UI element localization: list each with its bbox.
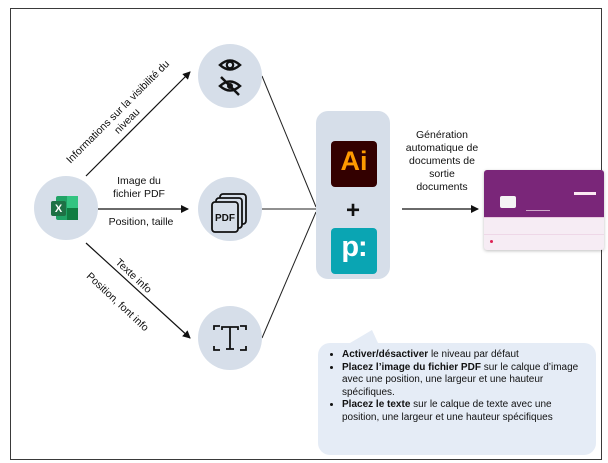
generation-line4: sortie xyxy=(429,168,455,180)
generation-line5: documents xyxy=(416,181,468,193)
pdf-stack-icon: PDF xyxy=(211,193,247,233)
card-line xyxy=(526,210,550,211)
notes-box: Activer/désactiver le niveau par défaut … xyxy=(318,343,596,455)
text-icon xyxy=(213,325,247,351)
notes-list: Activer/désactiver le niveau par défaut … xyxy=(318,343,596,424)
generation-label: Génération automatique de documents de s… xyxy=(400,129,484,194)
eye-icon xyxy=(218,59,242,71)
label-pdf-line2: fichier PDF xyxy=(113,188,165,200)
card-chip xyxy=(500,196,516,208)
line-text-panel xyxy=(261,211,317,339)
card-stripe xyxy=(574,192,596,195)
generation-line1: Génération xyxy=(416,129,468,141)
illustrator-icon: Ai xyxy=(331,141,377,187)
line-visibility-panel xyxy=(261,75,317,208)
plugin-icon: p: xyxy=(331,228,377,274)
label-position-size: Position, taille xyxy=(108,216,174,228)
note-item: Activer/désactiver le niveau par défaut xyxy=(342,349,586,362)
plugin-label: p: xyxy=(341,231,367,263)
card-divider-2 xyxy=(484,234,604,235)
plus-sign: + xyxy=(345,197,360,224)
note-item1-bold: Activer/désactiver xyxy=(342,349,429,360)
excel-icon: X xyxy=(51,196,78,220)
generation-line2: automatique de xyxy=(405,142,479,154)
svg-text:X: X xyxy=(55,203,63,215)
output-card-icon xyxy=(484,170,604,250)
label-pdf-line1: Image du xyxy=(117,175,161,187)
note-pointer xyxy=(350,330,378,343)
card-divider xyxy=(484,217,604,218)
excel-circle: X xyxy=(34,176,98,240)
note-item2-text: sur le calque d’image avec une position,… xyxy=(342,361,579,398)
text-circle xyxy=(198,306,262,370)
visibility-circle xyxy=(198,44,262,108)
arrow-to-visibility xyxy=(85,71,191,177)
note-item: Placez le texte sur le calque de texte a… xyxy=(342,399,586,424)
label-pdf-image: Image du fichier PDF xyxy=(100,175,178,201)
note-item: Placez l’image du fichier PDF sur le cal… xyxy=(342,362,586,400)
generation-line3: documents de xyxy=(409,155,475,167)
arrow-to-text xyxy=(85,242,191,339)
svg-text:PDF: PDF xyxy=(215,213,235,224)
card-dot xyxy=(490,240,493,243)
note-item3-text: sur le calque de texte avec une position… xyxy=(342,399,553,423)
note-item2-bold: Placez l’image du fichier PDF xyxy=(342,361,481,373)
pdf-circle: PDF xyxy=(198,177,262,241)
note-item3-bold: Placez le texte xyxy=(342,399,411,410)
illustrator-label: Ai xyxy=(340,146,368,176)
note-item1-text: le niveau par défaut xyxy=(428,349,519,360)
eye-off-icon xyxy=(218,76,242,96)
